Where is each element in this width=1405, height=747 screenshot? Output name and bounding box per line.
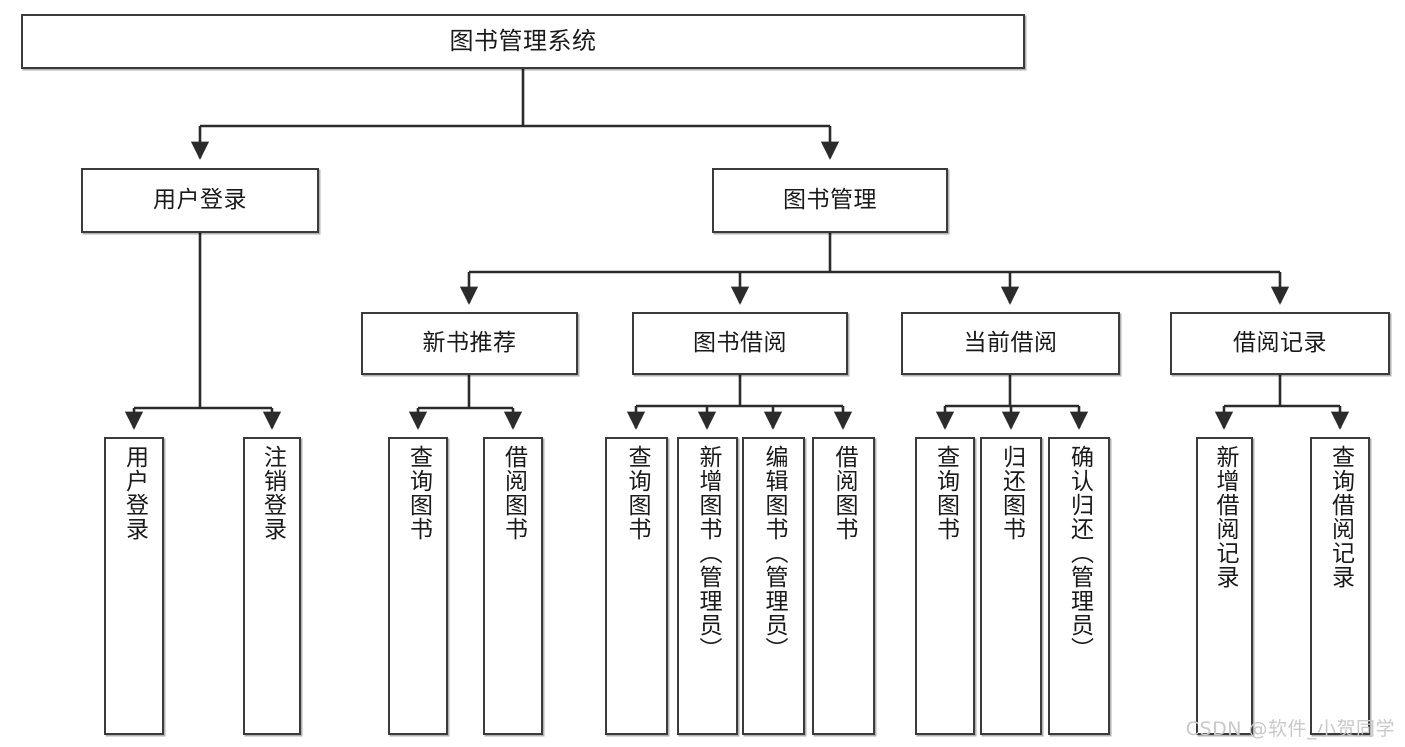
- node-leaf-query-record-label: 查询借阅记录: [1327, 445, 1354, 589]
- node-root-label: 图书管理系统: [449, 27, 597, 56]
- node-current-borrow[interactable]: 当前借阅: [901, 312, 1120, 375]
- node-book-borrow-label: 图书借阅: [693, 329, 787, 356]
- node-leaf-edit-book-label: 编辑图书（管理员）: [761, 445, 787, 661]
- node-leaf-add-record-label: 新增借阅记录: [1212, 445, 1238, 589]
- node-user-login[interactable]: 用户登录: [81, 168, 319, 233]
- node-current-borrow-label: 当前借阅: [963, 329, 1058, 356]
- node-leaf-query-book-1[interactable]: 查询图书: [388, 437, 448, 735]
- node-leaf-borrow-book-2[interactable]: 借阅图书: [812, 437, 875, 735]
- node-leaf-edit-book[interactable]: 编辑图书（管理员）: [742, 437, 805, 735]
- node-leaf-query-record[interactable]: 查询借阅记录: [1310, 437, 1370, 735]
- node-borrow-record-label: 借阅记录: [1233, 329, 1327, 356]
- node-leaf-user-login-label: 用户登录: [121, 445, 148, 541]
- node-leaf-add-book-label: 新增图书（管理员）: [695, 445, 721, 661]
- node-leaf-query-book-3-label: 查询图书: [932, 445, 959, 541]
- node-leaf-return-book-label: 归还图书: [998, 445, 1025, 541]
- node-book-manage-label: 图书管理: [783, 186, 877, 213]
- node-leaf-add-book[interactable]: 新增图书（管理员）: [677, 437, 738, 735]
- node-book-manage[interactable]: 图书管理: [712, 168, 948, 233]
- node-leaf-query-book-2-label: 查询图书: [624, 445, 650, 541]
- node-leaf-confirm-return-label: 确认归还（管理员）: [1066, 445, 1093, 661]
- node-leaf-query-book-2[interactable]: 查询图书: [605, 437, 668, 735]
- node-user-login-label: 用户登录: [153, 186, 247, 213]
- node-leaf-return-book[interactable]: 归还图书: [980, 437, 1042, 735]
- node-leaf-query-book-1-label: 查询图书: [405, 445, 432, 541]
- node-leaf-add-record[interactable]: 新增借阅记录: [1196, 437, 1253, 735]
- watermark-text: CSDN @软件_小贺同学: [1185, 718, 1395, 740]
- node-root[interactable]: 图书管理系统: [21, 14, 1025, 69]
- node-borrow-record[interactable]: 借阅记录: [1170, 312, 1390, 375]
- node-new-book-recommend-label: 新书推荐: [422, 329, 517, 356]
- node-leaf-borrow-book-1-label: 借阅图书: [500, 445, 527, 541]
- node-leaf-borrow-book-1[interactable]: 借阅图书: [483, 437, 543, 735]
- node-leaf-user-login[interactable]: 用户登录: [104, 437, 164, 735]
- node-leaf-borrow-book-2-label: 借阅图书: [831, 445, 857, 541]
- node-leaf-confirm-return[interactable]: 确认归还（管理员）: [1048, 437, 1110, 735]
- node-leaf-user-logout[interactable]: 注销登录: [243, 437, 301, 735]
- node-leaf-user-logout-label: 注销登录: [259, 445, 286, 541]
- node-leaf-query-book-3[interactable]: 查询图书: [915, 437, 975, 735]
- node-new-book-recommend[interactable]: 新书推荐: [361, 312, 578, 375]
- node-book-borrow[interactable]: 图书借阅: [632, 312, 848, 375]
